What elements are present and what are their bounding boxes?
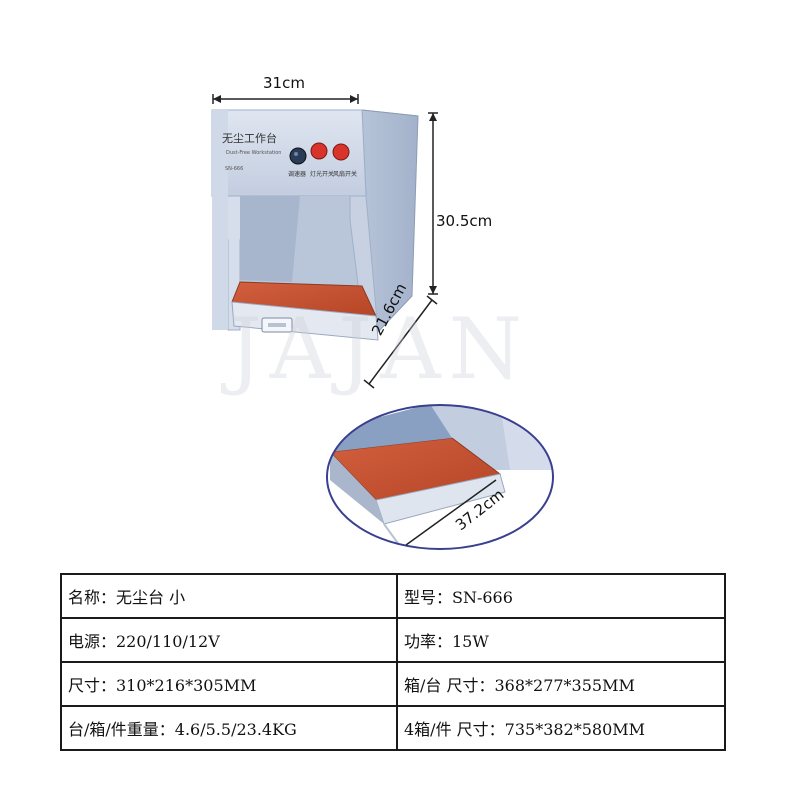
width-dimension (212, 94, 359, 104)
spec-power-supply: 电源：220/110/12V (60, 617, 398, 663)
zoom-ellipse (326, 404, 554, 550)
depth-dimension (363, 295, 438, 389)
panel-title: 无尘工作台 (222, 131, 277, 145)
watermark: JAJAN (228, 300, 531, 398)
switch-label-light: 灯光开关 (310, 170, 334, 178)
width-label: 31cm (263, 74, 305, 92)
drawer (231, 281, 379, 341)
light-switch-button[interactable] (310, 142, 328, 160)
spec-model: 型号：SN-666 (396, 573, 726, 619)
panel-subtitle: Dust-Free Workstation (226, 150, 281, 156)
product-image: 无尘工作台 Dust-Free Workstation SN-666 调速器 灯… (211, 74, 554, 550)
table-row: 名称：无尘台 小 型号：SN-666 (60, 573, 726, 619)
table-row: 电源：220/110/12V 功率：15W (60, 617, 726, 663)
cabinet (211, 109, 419, 333)
height-dimension (428, 112, 438, 295)
fan-switch-button[interactable] (332, 143, 350, 161)
spec-carton-size: 4箱/件 尺寸：735*382*580MM (396, 705, 726, 751)
switch-label-fan: 风扇开关 (333, 170, 357, 178)
table-row: 台/箱/件重量：4.6/5.5/23.4KG 4箱/件 尺寸：735*382*5… (60, 705, 726, 751)
zoom-detail (326, 404, 554, 550)
spec-box-size: 箱/台 尺寸：368*277*355MM (396, 661, 726, 707)
spec-name: 名称：无尘台 小 (60, 573, 398, 619)
spec-table: 名称：无尘台 小 型号：SN-666 电源：220/110/12V 功率：15W… (60, 573, 726, 751)
spec-weight: 台/箱/件重量：4.6/5.5/23.4KG (60, 705, 398, 751)
switch-label-speed: 调速器 (288, 170, 306, 178)
height-label: 30.5cm (436, 212, 493, 230)
spec-size: 尺寸：310*216*305MM (60, 661, 398, 707)
front-panel: 无尘工作台 Dust-Free Workstation SN-666 调速器 灯… (222, 131, 357, 178)
spec-wattage: 功率：15W (396, 617, 726, 663)
table-row: 尺寸：310*216*305MM 箱/台 尺寸：368*277*355MM (60, 661, 726, 707)
workbench-illustration: 无尘工作台 Dust-Free Workstation SN-666 调速器 灯… (211, 94, 554, 550)
panel-model-tag: SN-666 (225, 166, 243, 172)
speed-knob-icon (289, 147, 307, 165)
